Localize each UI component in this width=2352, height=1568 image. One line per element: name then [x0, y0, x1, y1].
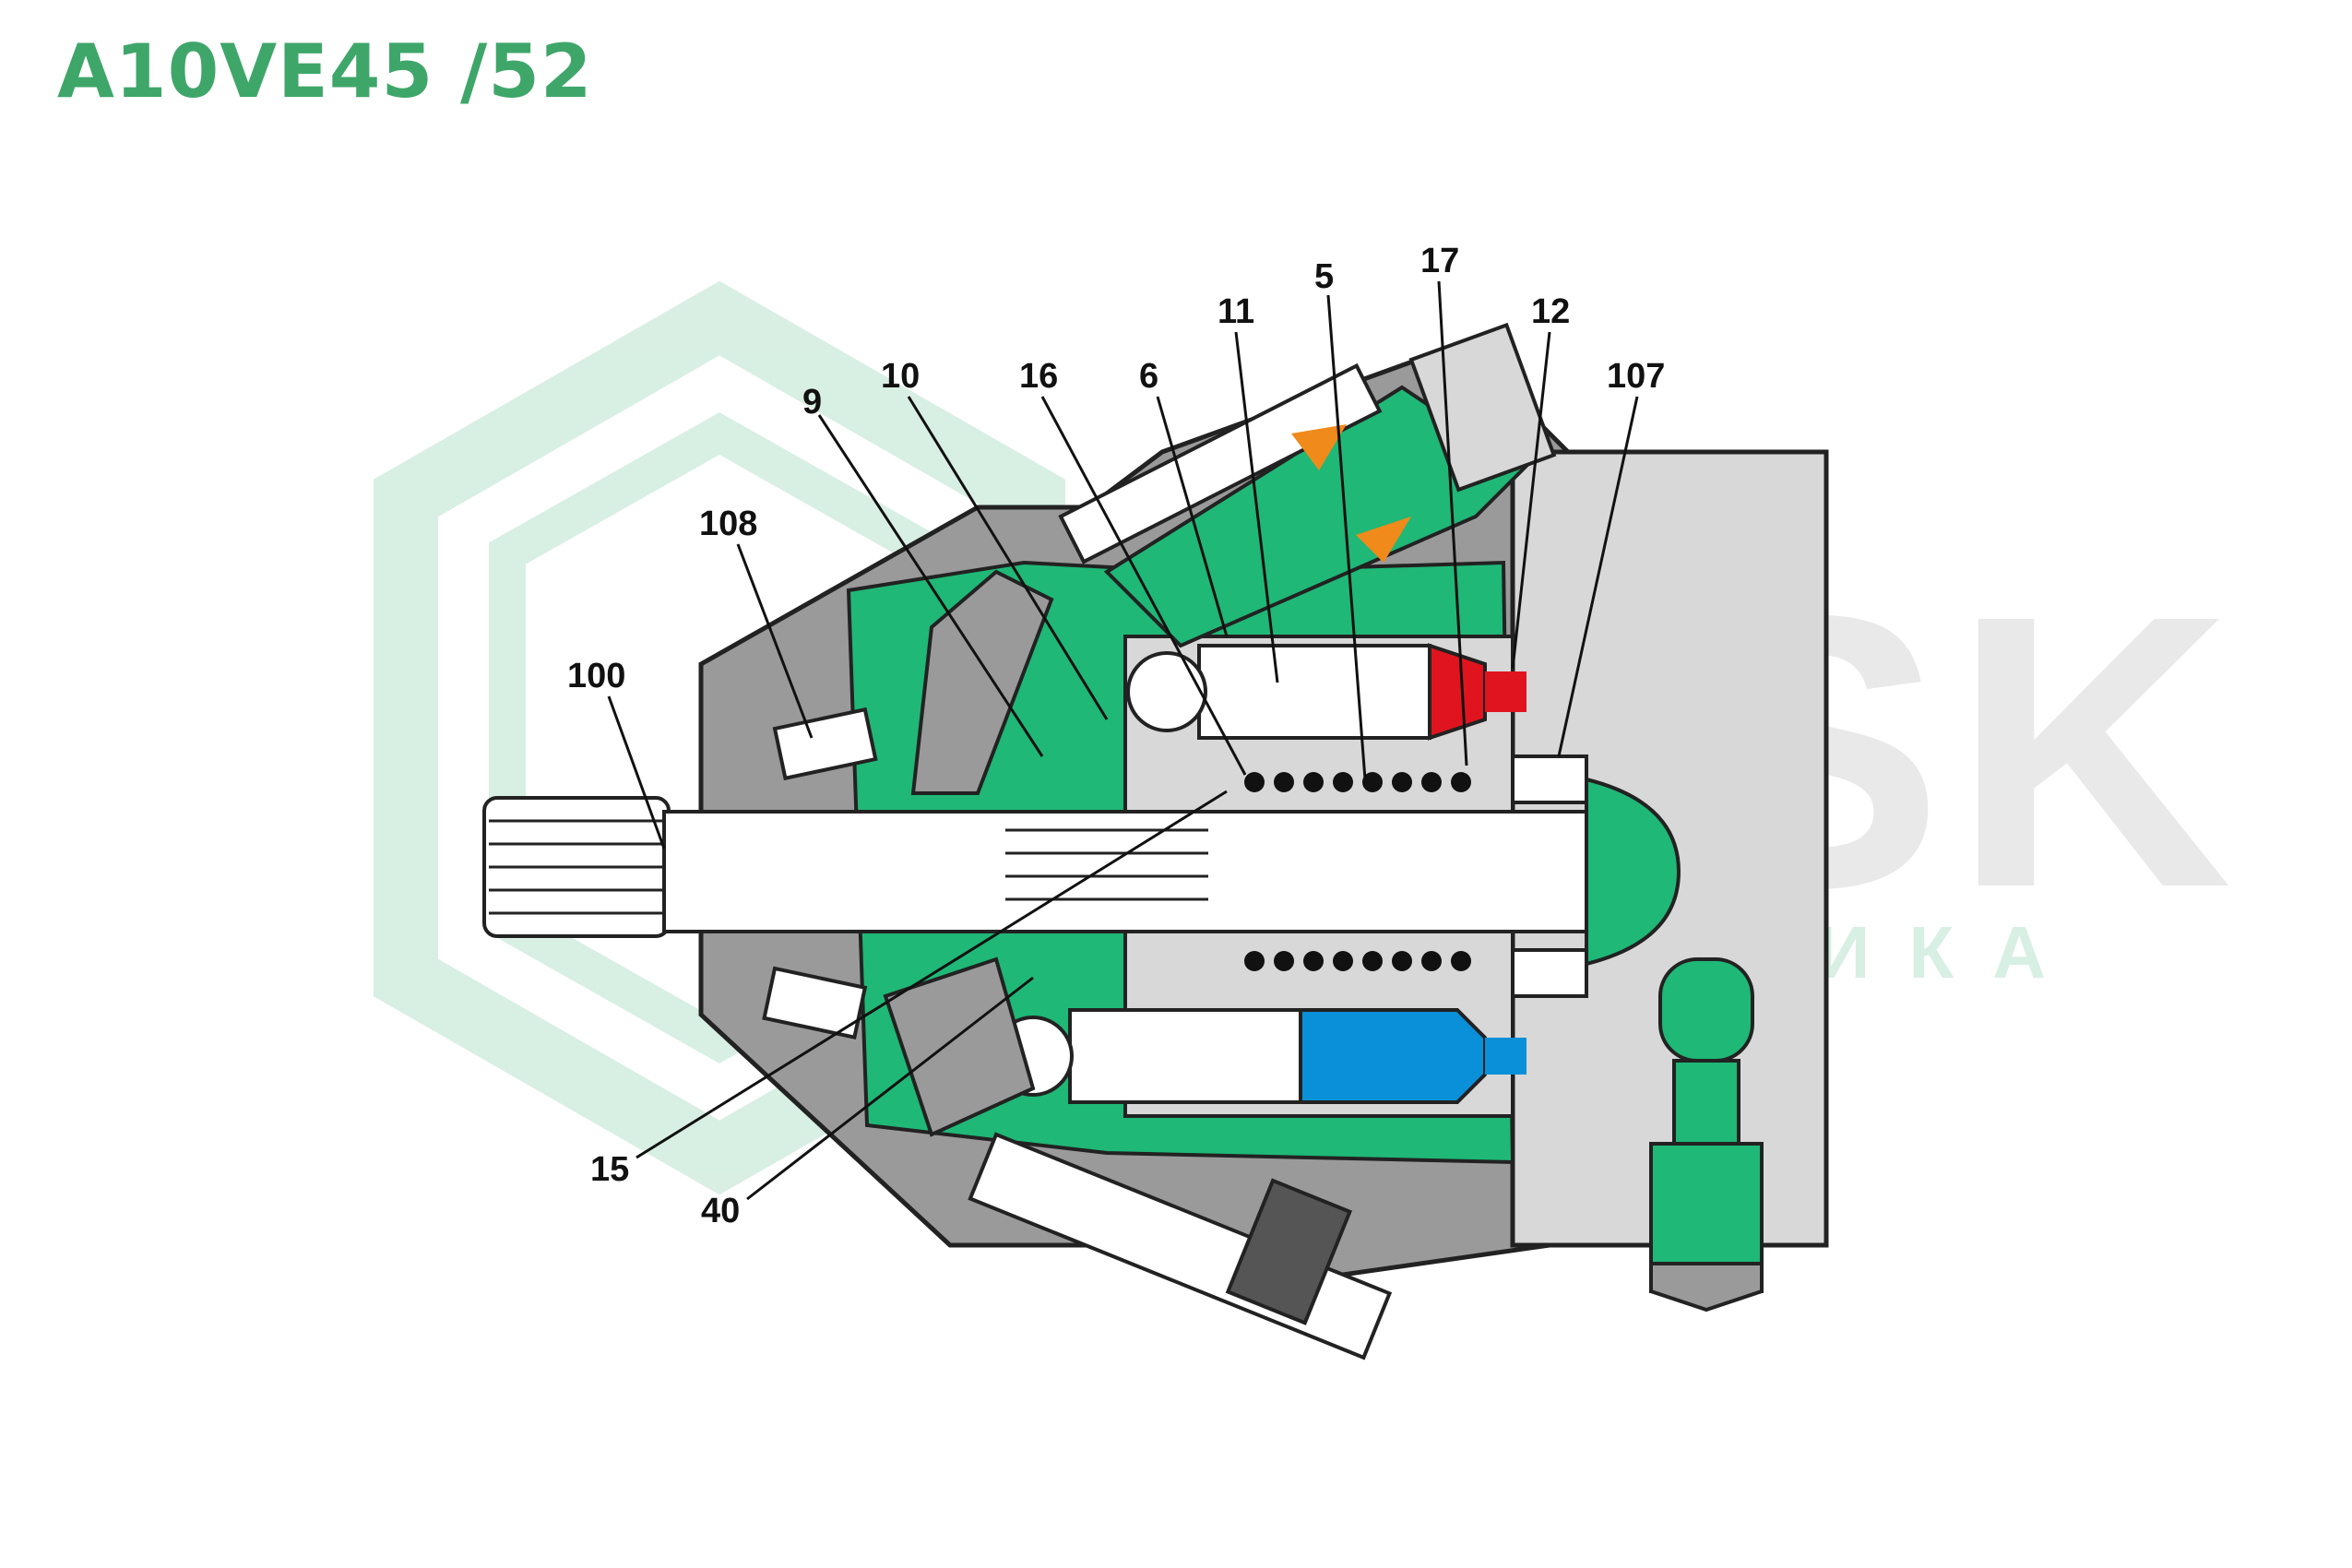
callout-labels: 100 108 9 10 16 6 11 5 17 12 107 15 40	[567, 242, 1665, 1230]
page-title: A10VE45 /52	[57, 29, 593, 114]
front-bearing	[762, 707, 878, 1039]
rear-bearing	[1511, 754, 1588, 998]
swashplate	[883, 569, 1054, 1137]
callout-label: 11	[1218, 292, 1254, 331]
callout-label: 108	[699, 505, 757, 543]
piston-bottom	[992, 1008, 1526, 1104]
callout-label: 6	[1139, 357, 1158, 396]
callout-label: 9	[802, 383, 822, 422]
callout-label: 12	[1531, 292, 1570, 331]
callout-label: 100	[567, 657, 625, 695]
callout-label: 15	[590, 1150, 629, 1189]
control-valve	[1649, 957, 1764, 1313]
callout-label: 17	[1420, 242, 1459, 280]
piston-top	[1126, 643, 1526, 741]
stroke-piston-top	[1058, 322, 1557, 648]
callout-label: 40	[701, 1192, 740, 1230]
callout-label: 107	[1607, 357, 1665, 396]
callout-label: 16	[1019, 357, 1058, 396]
retaining-spring	[1244, 772, 1471, 971]
callout-label: 5	[1314, 257, 1334, 296]
callout-lines	[607, 280, 1639, 1201]
drive-shaft	[482, 777, 1681, 967]
callout-label: 10	[881, 357, 920, 396]
stroke-piston-bottom	[968, 1132, 1393, 1360]
